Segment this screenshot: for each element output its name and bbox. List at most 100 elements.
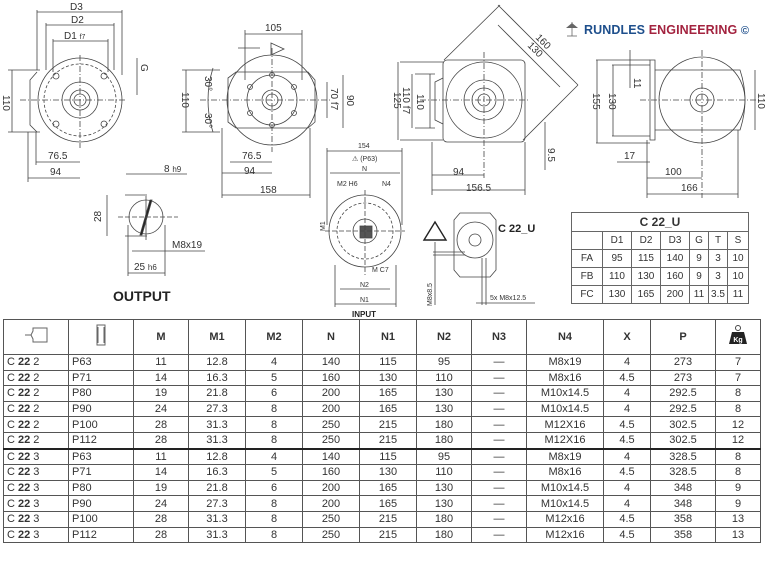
gearbox-code: C 22 3 [3, 447, 69, 466]
cell-m1: 31.3 [188, 526, 246, 544]
cell-n3: — [471, 354, 527, 371]
motor-flange: P112 [68, 431, 134, 450]
cell-x: 4.5 [603, 510, 651, 528]
input-title: INPUT [352, 310, 376, 319]
cell-m: 11 [133, 447, 189, 466]
cell-m2: 8 [245, 510, 303, 528]
input-flange-view [325, 148, 405, 307]
cell-n: 250 [302, 510, 360, 528]
dim-25h6: 25 h6 [134, 262, 157, 273]
cell-n1: 165 [359, 479, 417, 497]
dim-m8x19: M8x19 [172, 240, 202, 251]
cell-m: 19 [133, 385, 189, 402]
dim-30deg-b: 30° [202, 113, 213, 128]
dim-110-c: 110 [414, 94, 425, 110]
motor-flange: P63 [68, 447, 134, 466]
copyright-symbol: © [740, 25, 750, 37]
cell-m2: 8 [245, 431, 303, 450]
flange-table-title: C 22_U [571, 212, 749, 232]
dim-n: N [362, 166, 367, 173]
dim-76-5-b: 76.5 [242, 151, 262, 162]
cell-m: 14 [133, 369, 189, 387]
brand-name-part1: RUNDLES [584, 23, 646, 37]
cell-x: 4 [603, 354, 651, 371]
cell-n1: 165 [359, 495, 417, 512]
cell-kg: 7 [715, 354, 761, 371]
gearbox-code: C 22 2 [3, 416, 69, 433]
flange-table-header: D1 D2 D3 G T S [571, 231, 749, 250]
cell-kg: 8 [715, 385, 761, 402]
cell-n2: 130 [416, 495, 472, 512]
cell-m2: 8 [245, 526, 303, 544]
dim-17: 17 [624, 151, 636, 162]
cell-m1: 21.8 [188, 385, 246, 402]
motor-flange: P90 [68, 400, 134, 418]
cell-x: 4 [603, 495, 651, 512]
cell-p: 273 [650, 369, 716, 387]
gearbox-code: C 22 2 [3, 385, 69, 402]
cell-m: 28 [133, 510, 189, 528]
cell-kg: 8 [715, 447, 761, 466]
cell-n: 250 [302, 431, 360, 450]
cell-n3: — [471, 464, 527, 481]
cell-m2: 6 [245, 385, 303, 402]
cell-p: 348 [650, 495, 716, 512]
cell-m1: 31.3 [188, 416, 246, 433]
cell-n1: 165 [359, 400, 417, 418]
technical-drawings: D3 D2 D1 f7 G 110 76.5 94 105 30° 30° 11… [0, 2, 766, 307]
gearbox-code: C 22 2 [3, 431, 69, 450]
cell-n4: M8x19 [526, 354, 604, 371]
cell-m1: 27.3 [188, 400, 246, 418]
dim-110-d: 110 [755, 93, 766, 109]
motor-flange: P80 [68, 479, 134, 497]
cell-n: 200 [302, 400, 360, 418]
brand-name-part2: ENGINEERING [648, 23, 738, 37]
cell-n4: M8x16 [526, 464, 604, 481]
cell-n3: — [471, 385, 527, 402]
dim-105: 105 [265, 23, 282, 34]
dim-94-c: 94 [453, 167, 465, 178]
cell-m2: 8 [245, 495, 303, 512]
gearbox-code: C 22 3 [3, 510, 69, 528]
cell-x: 4.5 [603, 431, 651, 450]
cell-kg: 8 [715, 400, 761, 418]
weight-kg-icon: Kg [715, 319, 761, 355]
cell-n: 140 [302, 354, 360, 371]
motor-flange: P112 [68, 526, 134, 544]
cell-n2: 95 [416, 447, 472, 466]
motor-flange: P100 [68, 416, 134, 433]
gearbox-code: C 22 2 [3, 369, 69, 387]
front-view-2 [182, 30, 344, 198]
table-header-row: M M1 M2 N N1 N2 N3 N4 X P Kg [3, 319, 761, 355]
cell-n2: 130 [416, 400, 472, 418]
cell-kg: 13 [715, 510, 761, 528]
cell-n3: — [471, 416, 527, 433]
cell-m: 28 [133, 416, 189, 433]
cell-n2: 110 [416, 464, 472, 481]
gearbox-icon [3, 319, 69, 355]
cell-m2: 6 [245, 479, 303, 497]
dim-m2: M2 H6 [337, 181, 358, 188]
cell-p: 348 [650, 479, 716, 497]
brand-logo: RUNDLES ENGINEERING © [568, 23, 749, 37]
carousel-icon [566, 22, 578, 37]
dim-m-c7: M C7 [372, 267, 389, 274]
cell-n4: M8x19 [526, 447, 604, 466]
cell-p: 358 [650, 510, 716, 528]
cell-m1: 31.3 [188, 510, 246, 528]
cell-n: 250 [302, 416, 360, 433]
dim-110-a: 110 [0, 95, 11, 111]
cell-kg: 9 [715, 479, 761, 497]
cell-n: 200 [302, 495, 360, 512]
cell-n3: — [471, 479, 527, 497]
cell-m2: 4 [245, 447, 303, 466]
cell-n3: — [471, 510, 527, 528]
front-view-3 [397, 4, 579, 195]
